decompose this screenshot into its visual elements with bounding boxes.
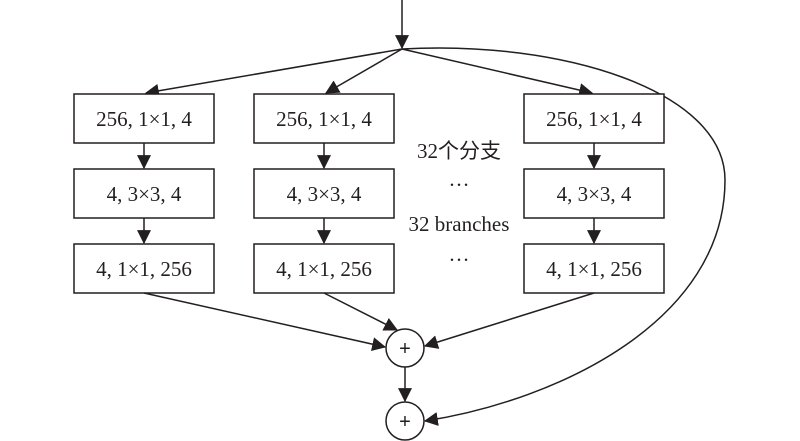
branches-label-zh: 32个分支 [417, 139, 501, 163]
branch-2-layer-2-label: 4, 3×3, 4 [287, 182, 362, 206]
branch-3-layer-3-box [523, 243, 665, 294]
branch-2-layer-3-box [253, 243, 395, 294]
branch-3-layer-1-label: 256, 1×1, 4 [546, 107, 642, 131]
fanout-arrow-1 [144, 48, 403, 98]
branch-3: 256, 1×1, 4 4, 3×3, 4 4, 1×1, 256 [523, 93, 665, 294]
branch-2: 256, 1×1, 4 4, 3×3, 4 4, 1×1, 256 [253, 93, 395, 294]
branch-1-layer-1-box [73, 93, 215, 144]
aggregate-sum-node: + [385, 328, 425, 368]
branch-1-layer-3-label: 4, 1×1, 256 [96, 257, 192, 281]
branches-label-en: 32 branches [409, 212, 510, 236]
branch-2-layer-1-label: 256, 1×1, 4 [276, 107, 372, 131]
aggregate-plus-icon: + [399, 338, 411, 360]
residual-plus-icon: + [399, 411, 411, 433]
branch-2-layer-3-label: 4, 1×1, 256 [276, 257, 372, 281]
branch-3-layer-2-box [523, 168, 665, 219]
merge-arrow-2 [323, 292, 399, 331]
branch-1-layer-2-label: 4, 3×3, 4 [107, 182, 182, 206]
merge-arrow-1 [143, 292, 387, 352]
fanout-arrow-3 [401, 48, 594, 97]
fanout-arrow-2 [324, 48, 403, 94]
merge-arrow-3 [423, 292, 595, 349]
branch-3-layer-3-label: 4, 1×1, 256 [546, 257, 642, 281]
branch-3-layer-2-label: 4, 3×3, 4 [557, 182, 632, 206]
branch-1-layer-3-box [73, 243, 215, 294]
residual-sum-node: + [385, 401, 425, 441]
ellipsis-1: … [449, 167, 470, 191]
identity-shortcut-arrow [401, 47, 726, 426]
branch-3-layer-1-box [523, 93, 665, 144]
branch-2-layer-2-box [253, 168, 395, 219]
ellipsis-2: … [449, 242, 470, 266]
branch-1-layer-1-label: 256, 1×1, 4 [96, 107, 192, 131]
branch-2-layer-1-box [253, 93, 395, 144]
branch-1: 256, 1×1, 4 4, 3×3, 4 4, 1×1, 256 [73, 93, 215, 294]
